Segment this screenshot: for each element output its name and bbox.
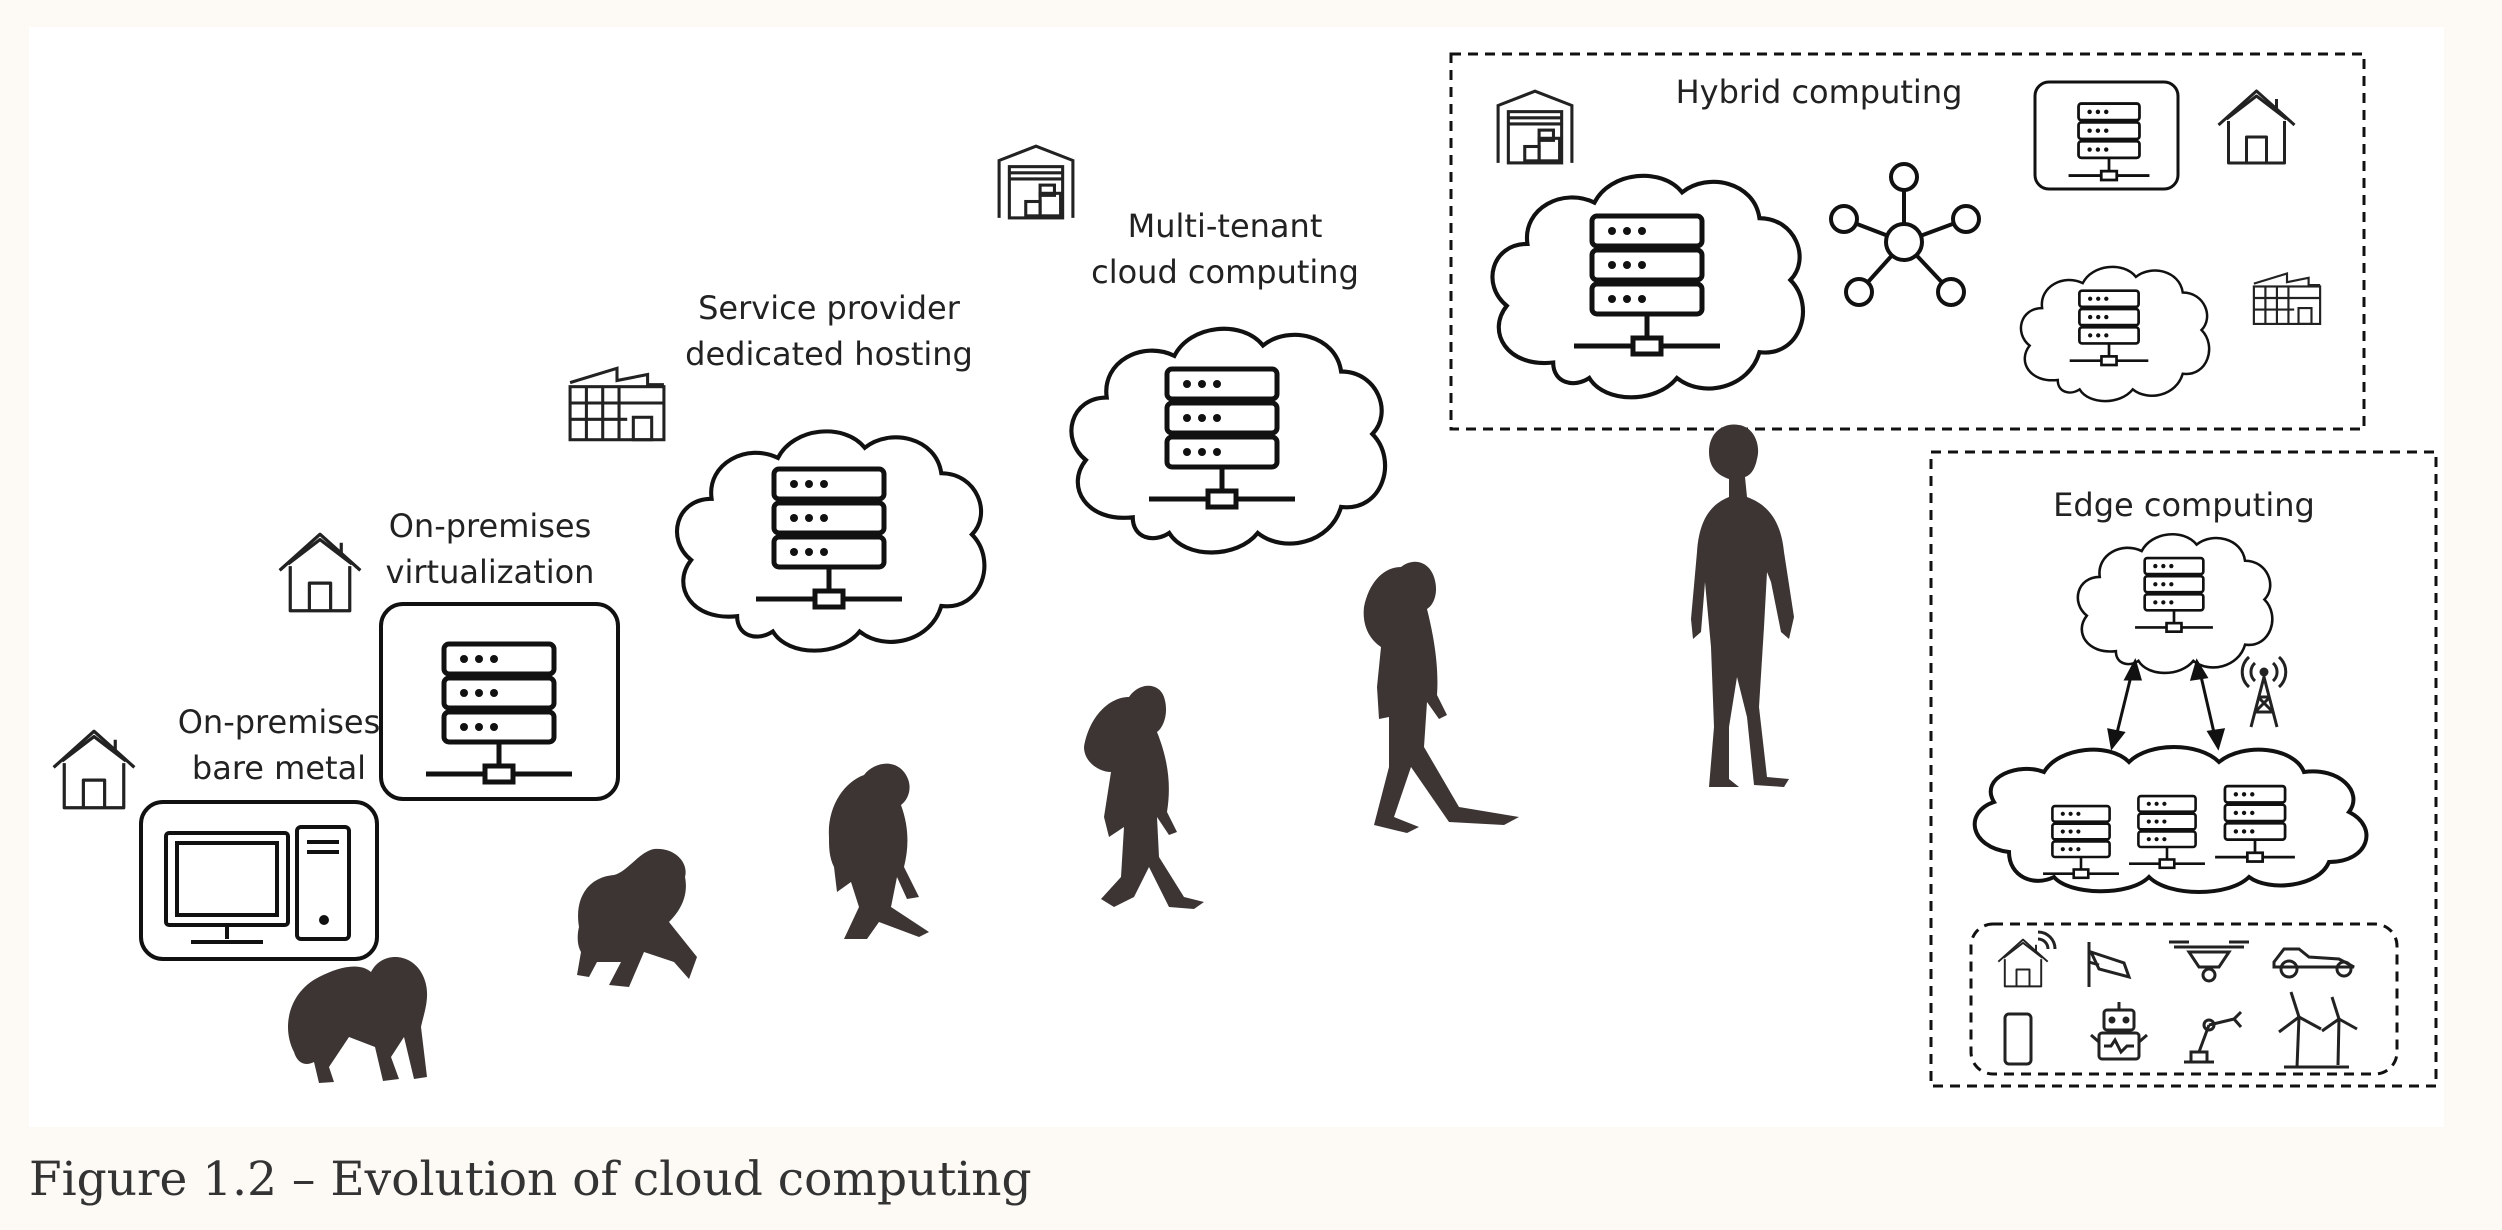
ape-silhouette-2 <box>577 848 697 987</box>
dedicated-hosting-label-line2: dedicated hosting <box>685 335 973 373</box>
bare-metal-label: On-premises bare metal <box>129 699 429 791</box>
robot-icon <box>2090 1002 2148 1061</box>
virtualization-label-line1: On-premises <box>388 507 592 545</box>
bare-metal-label-line2: bare metal <box>191 749 367 787</box>
network-hub-icon <box>1829 162 1981 307</box>
dedicated-hosting-label: Service provider dedicated hosting <box>664 285 994 377</box>
factory-icon <box>2252 272 2322 326</box>
dedicated-hosting-label-line1: Service provider <box>698 289 960 327</box>
factory-icon <box>568 366 666 442</box>
multi-tenant-label-line2: cloud computing <box>1091 253 1359 291</box>
warehouse-icon <box>997 144 1075 220</box>
house-icon <box>51 729 137 810</box>
virtualization-label-line2: virtualization <box>385 553 595 591</box>
smartphone-icon <box>2003 1012 2033 1066</box>
cloud-icon <box>1492 176 1803 397</box>
drone-icon <box>2169 940 2249 983</box>
race-car-icon <box>2272 947 2355 979</box>
ape-silhouette-1 <box>287 957 428 1083</box>
hominid-silhouette-4 <box>1084 685 1204 909</box>
robotic-arm-icon <box>2184 1010 2243 1064</box>
diagram-canvas <box>51 52 2438 1088</box>
edge-computing-panel <box>1929 450 2438 1088</box>
cloud-icon <box>2019 265 2211 403</box>
multi-tenant-label: Multi-tenant cloud computing <box>1075 203 1375 295</box>
house-icon <box>2216 89 2297 165</box>
hominid-silhouette-5 <box>1363 561 1519 833</box>
virtualization-panel <box>277 532 620 801</box>
hybrid-computing-panel <box>1449 52 2366 431</box>
virtualization-label: On-premises virtualization <box>340 503 640 595</box>
security-camera-icon <box>2087 942 2132 987</box>
desktop-computer-icon <box>164 825 351 944</box>
multi-tenant-label-line1: Multi-tenant <box>1127 207 1323 245</box>
virtualization-box <box>379 602 620 801</box>
warehouse-icon <box>1496 89 1574 165</box>
edge-computing-title: Edge computing <box>2053 486 2315 524</box>
human-silhouette-6 <box>1691 424 1794 787</box>
evolution-figure: On-premises bare metal On-premises virtu… <box>29 27 2444 1127</box>
edge-devices-box <box>1969 922 2399 1076</box>
cloud-icon <box>2076 532 2274 675</box>
wind-turbine-icon <box>2278 991 2358 1069</box>
evolution-silhouettes <box>287 424 1794 1083</box>
bare-metal-label-line1: On-premises <box>177 703 381 741</box>
bare-metal-panel <box>51 729 379 961</box>
cloud-icon <box>677 431 984 650</box>
cell-tower-icon <box>2240 655 2288 728</box>
sync-arrows <box>2107 658 2226 751</box>
private-server-box <box>2033 80 2180 191</box>
figure-caption: Figure 1.2 – Evolution of cloud computin… <box>29 1152 1032 1207</box>
wifi-signal-icon <box>2037 937 2050 950</box>
hybrid-computing-title: Hybrid computing <box>1675 73 1963 111</box>
hominid-silhouette-3 <box>828 763 929 939</box>
cloud-icon <box>1972 745 2369 894</box>
cloud-icon <box>1071 329 1385 553</box>
smart-house-icon <box>1997 938 2049 988</box>
